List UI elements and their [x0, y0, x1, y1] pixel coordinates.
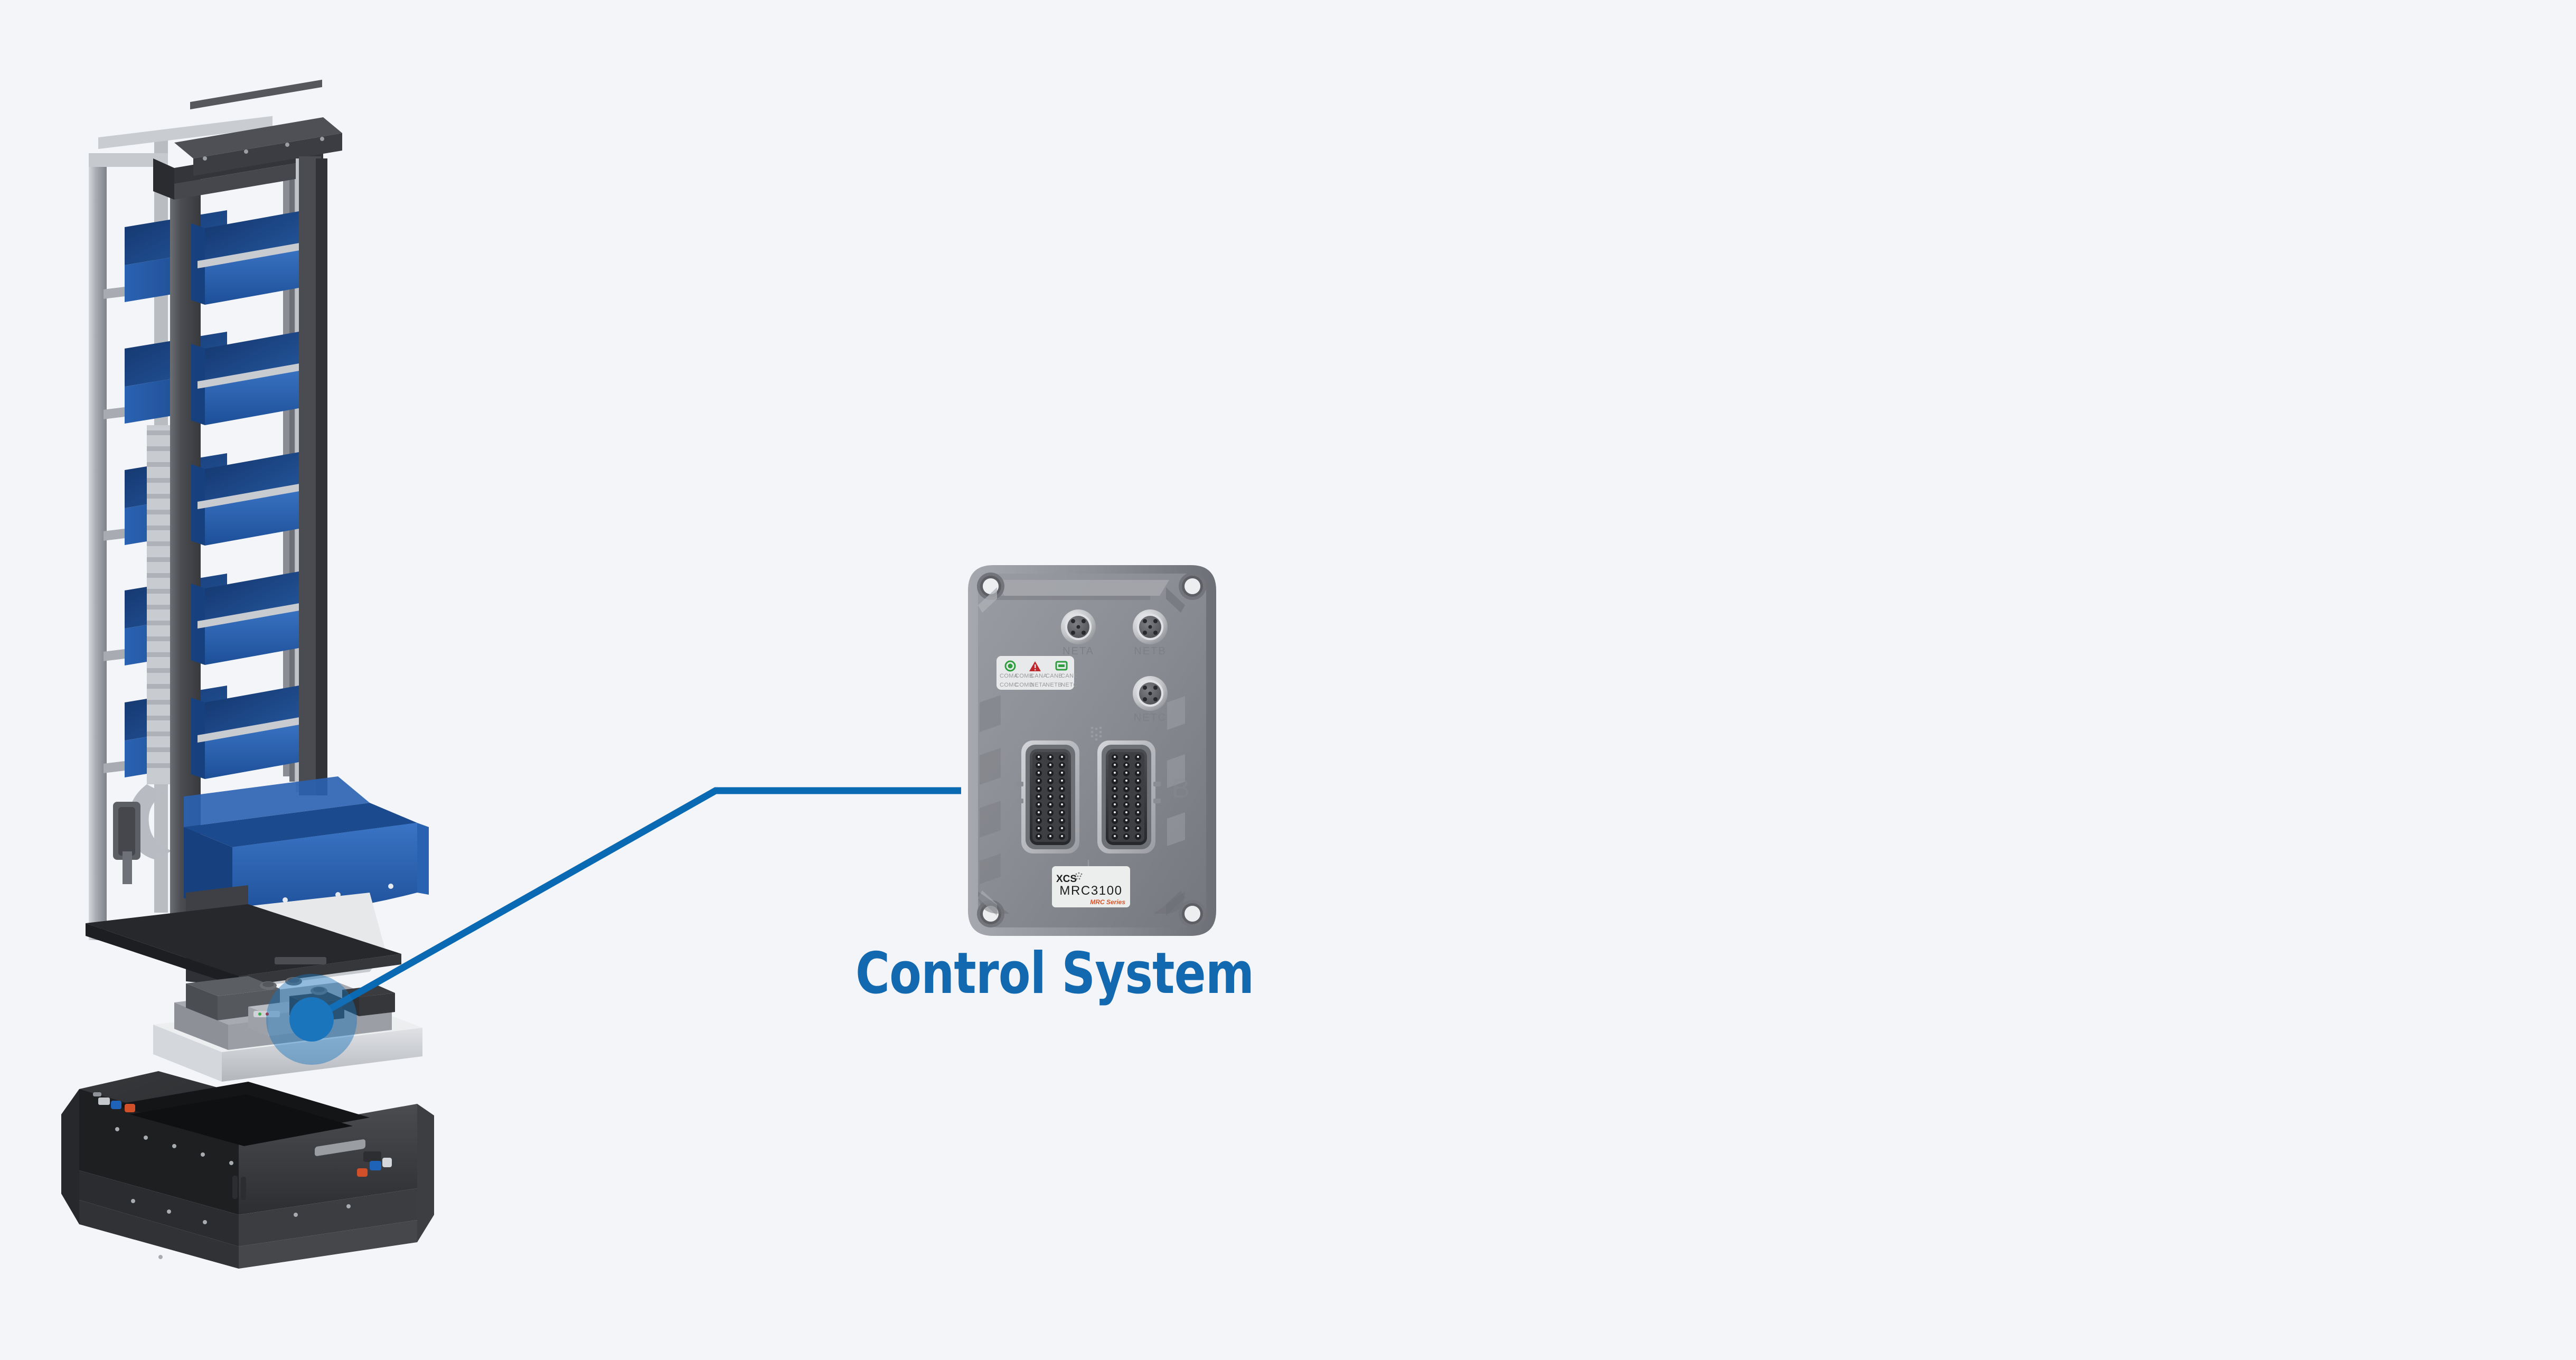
bin-shelf-5	[191, 686, 303, 779]
status-row2-comd: COMD	[1015, 682, 1033, 688]
vertical-lift-tower	[86, 79, 429, 988]
amr-chassis	[61, 1071, 434, 1269]
amr-base	[61, 976, 434, 1269]
port-netb[interactable]	[1133, 609, 1168, 644]
chassis-connectors-right	[357, 1151, 392, 1177]
control-module[interactable]: NETA NETB NETC	[968, 565, 1216, 936]
status-row1-cana: CANA	[1030, 673, 1047, 679]
series-text: MRC Series	[1090, 898, 1125, 906]
status-row2-comc: COMC	[1000, 682, 1018, 688]
connector-emboss-b: B	[1172, 773, 1190, 804]
bin-shelf-4	[191, 571, 303, 665]
status-row1-canb: CANB	[1046, 673, 1063, 679]
bin-shelf-1	[191, 211, 303, 305]
port-neta[interactable]	[1061, 609, 1096, 644]
bin-shelf-2	[191, 332, 303, 425]
warning-icon	[1029, 661, 1041, 671]
tower-front-bins	[191, 211, 303, 779]
model-text: MRC3100	[1059, 884, 1122, 898]
callout-marker-dot	[289, 997, 334, 1042]
status-row1-coma: COMA	[1000, 673, 1018, 679]
connector-a[interactable]	[1016, 740, 1079, 853]
port-label-neta: NETA	[1063, 645, 1094, 657]
xcs-logo: XCS	[1056, 872, 1083, 885]
port-netc[interactable]	[1133, 676, 1168, 711]
drive-motor	[113, 802, 140, 884]
status-row2-neta: NETA	[1030, 682, 1046, 688]
tower-base-plate	[86, 904, 401, 987]
bin-shelf-3	[191, 452, 303, 546]
battery-icon	[1055, 661, 1068, 671]
status-label-plate: COMA COMB CANA CANB CANC COMC COMD NETA …	[996, 656, 1078, 690]
tower-right-column	[299, 156, 327, 795]
connector-b[interactable]	[1097, 740, 1161, 853]
callout-label: Control System	[855, 941, 1254, 1007]
port-label-netb: NETB	[1134, 645, 1166, 657]
cable-chain	[128, 425, 172, 859]
status-row2-netc: NETC	[1061, 682, 1078, 688]
callout-connector	[266, 787, 961, 1065]
tower-hood	[153, 79, 342, 200]
diamond-emboss-icon	[1090, 726, 1102, 741]
module-side-ribs	[980, 695, 1001, 884]
status-row2-netb: NETB	[1046, 682, 1062, 688]
net-port-labels: NETA NETB NETC	[1063, 645, 1167, 724]
net-ports[interactable]	[1061, 609, 1168, 711]
status-row1-canc: CANC	[1061, 673, 1078, 679]
power-ok-icon	[1004, 660, 1016, 672]
port-label-netc: NETC	[1134, 712, 1167, 724]
chassis-connectors-left	[93, 1092, 135, 1112]
connector-b-pins	[1112, 754, 1141, 840]
status-row1-comb: COMB	[1015, 673, 1033, 679]
brand-text: XCS	[1056, 874, 1077, 885]
connector-a-pins	[1036, 754, 1065, 840]
module-mounting-holes	[977, 573, 1206, 927]
product-label: XCS MRC3100 MRC Series	[1052, 866, 1130, 907]
